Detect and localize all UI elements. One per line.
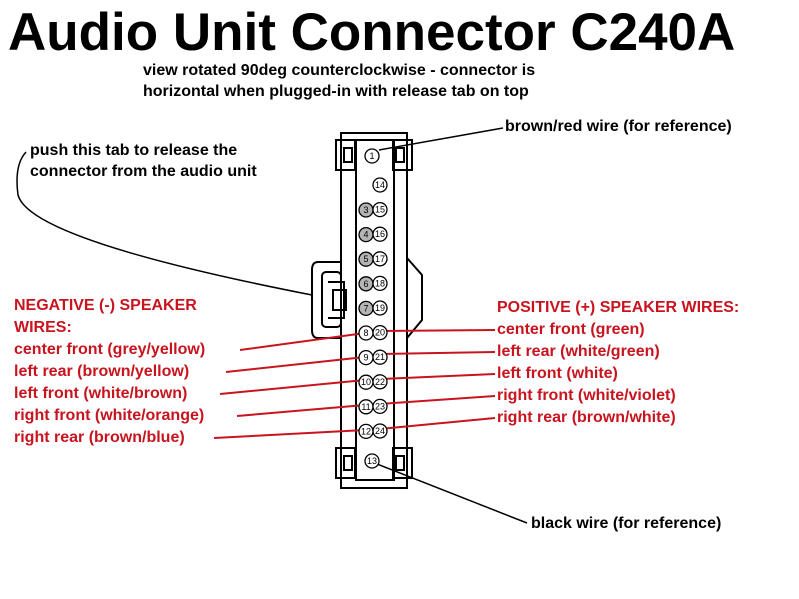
- pin-1: 1: [364, 148, 380, 164]
- positive-wire-4: right front (white/violet): [497, 387, 676, 404]
- release-tab-label-2: connector from the audio unit: [30, 163, 257, 180]
- pin-9: 9: [358, 349, 374, 366]
- svg-text:20: 20: [375, 328, 385, 338]
- neg-leader-4: [236, 404, 366, 417]
- svg-text:5: 5: [363, 254, 368, 264]
- svg-text:18: 18: [375, 278, 385, 288]
- svg-text:8: 8: [363, 328, 368, 338]
- pin-24: 24: [372, 423, 388, 439]
- neg-leader-1: [239, 332, 366, 351]
- positive-wire-3: left front (white): [497, 365, 618, 382]
- pin-8: 8: [358, 325, 374, 341]
- svg-text:11: 11: [361, 402, 370, 412]
- pin-20: 20: [372, 324, 388, 341]
- subtitle-line-2: horizontal when plugged-in with release …: [143, 83, 529, 100]
- svg-text:16: 16: [375, 229, 385, 239]
- pin-22: 22: [372, 374, 388, 390]
- top-reference-label: brown/red wire (for reference): [505, 118, 732, 135]
- negative-wire-4: right front (white/orange): [14, 407, 205, 424]
- top-right-latch: [392, 139, 413, 171]
- positive-wire-5: right rear (brown/white): [497, 409, 676, 426]
- pin-6: 6: [358, 276, 374, 292]
- svg-text:19: 19: [375, 303, 385, 313]
- neg-leader-2: [225, 356, 366, 373]
- pin-21: 21: [372, 349, 388, 365]
- svg-text:22: 22: [375, 377, 385, 387]
- pin-3: 3: [358, 202, 374, 218]
- pos-leader-4: [379, 395, 496, 405]
- pin-12: 12: [358, 423, 374, 440]
- pin-18: 18: [372, 275, 388, 292]
- svg-text:7: 7: [363, 303, 368, 313]
- svg-text:3: 3: [363, 205, 368, 215]
- subtitle-line-1: view rotated 90deg counterclockwise - co…: [143, 62, 536, 79]
- bottom-reference-label: black wire (for reference): [531, 515, 722, 532]
- positive-wire-1: center front (green): [497, 321, 645, 338]
- page-title: Audio Unit Connector C240A: [8, 3, 736, 62]
- svg-text:24: 24: [375, 426, 385, 436]
- pos-leader-2: [379, 351, 496, 355]
- positive-heading: POSITIVE (+) SPEAKER WIRES:: [497, 299, 740, 316]
- pin-4: 4: [358, 226, 374, 243]
- svg-text:10: 10: [361, 377, 371, 387]
- neg-leader-3: [219, 379, 366, 395]
- svg-text:13: 13: [367, 456, 377, 466]
- svg-text:6: 6: [363, 279, 368, 289]
- negative-wire-2: left rear (brown/yellow): [14, 363, 190, 380]
- pin-11: 11: [358, 399, 374, 415]
- svg-text:15: 15: [375, 205, 385, 215]
- bottom-left-latch: [335, 447, 356, 479]
- negative-heading-1: NEGATIVE (-) SPEAKER: [14, 297, 197, 314]
- svg-text:21: 21: [375, 352, 385, 362]
- release-tab-label-1: push this tab to release the: [30, 142, 238, 159]
- top-left-latch: [335, 139, 356, 171]
- negative-wire-1: center front (grey/yellow): [14, 341, 206, 358]
- tab-leader: [16, 151, 313, 296]
- pin-13: 13: [364, 453, 380, 469]
- release-tab: [311, 261, 341, 339]
- pin-5: 5: [358, 251, 374, 267]
- negative-wire-5: right rear (brown/blue): [14, 429, 185, 446]
- svg-text:23: 23: [375, 401, 385, 411]
- pos-leader-3: [379, 373, 496, 380]
- pin-10: 10: [358, 374, 374, 390]
- negative-wire-3: left front (white/brown): [14, 385, 188, 402]
- pos-leader-5: [379, 417, 496, 430]
- svg-text:1: 1: [369, 151, 374, 161]
- negative-heading-2: WIRES:: [14, 319, 72, 336]
- pin-14: 14: [372, 177, 388, 193]
- svg-text:4: 4: [363, 230, 368, 240]
- pos-leader-1: [379, 329, 496, 332]
- svg-text:9: 9: [363, 353, 368, 363]
- pin-16: 16: [372, 226, 388, 242]
- pin-insert: [355, 139, 395, 481]
- svg-text:12: 12: [361, 426, 371, 436]
- positive-wire-2: left rear (white/green): [497, 343, 660, 360]
- neg-leader-5: [213, 429, 366, 439]
- svg-text:17: 17: [375, 254, 385, 264]
- pin-7: 7: [358, 300, 374, 317]
- bottom-ref-leader: [371, 461, 528, 524]
- top-ref-leader: [378, 127, 504, 151]
- svg-text:14: 14: [375, 180, 385, 190]
- pin-15: 15: [372, 201, 388, 218]
- pin-23: 23: [372, 398, 388, 415]
- pin-17: 17: [372, 251, 388, 267]
- side-key: [406, 257, 423, 339]
- pin-19: 19: [372, 300, 388, 316]
